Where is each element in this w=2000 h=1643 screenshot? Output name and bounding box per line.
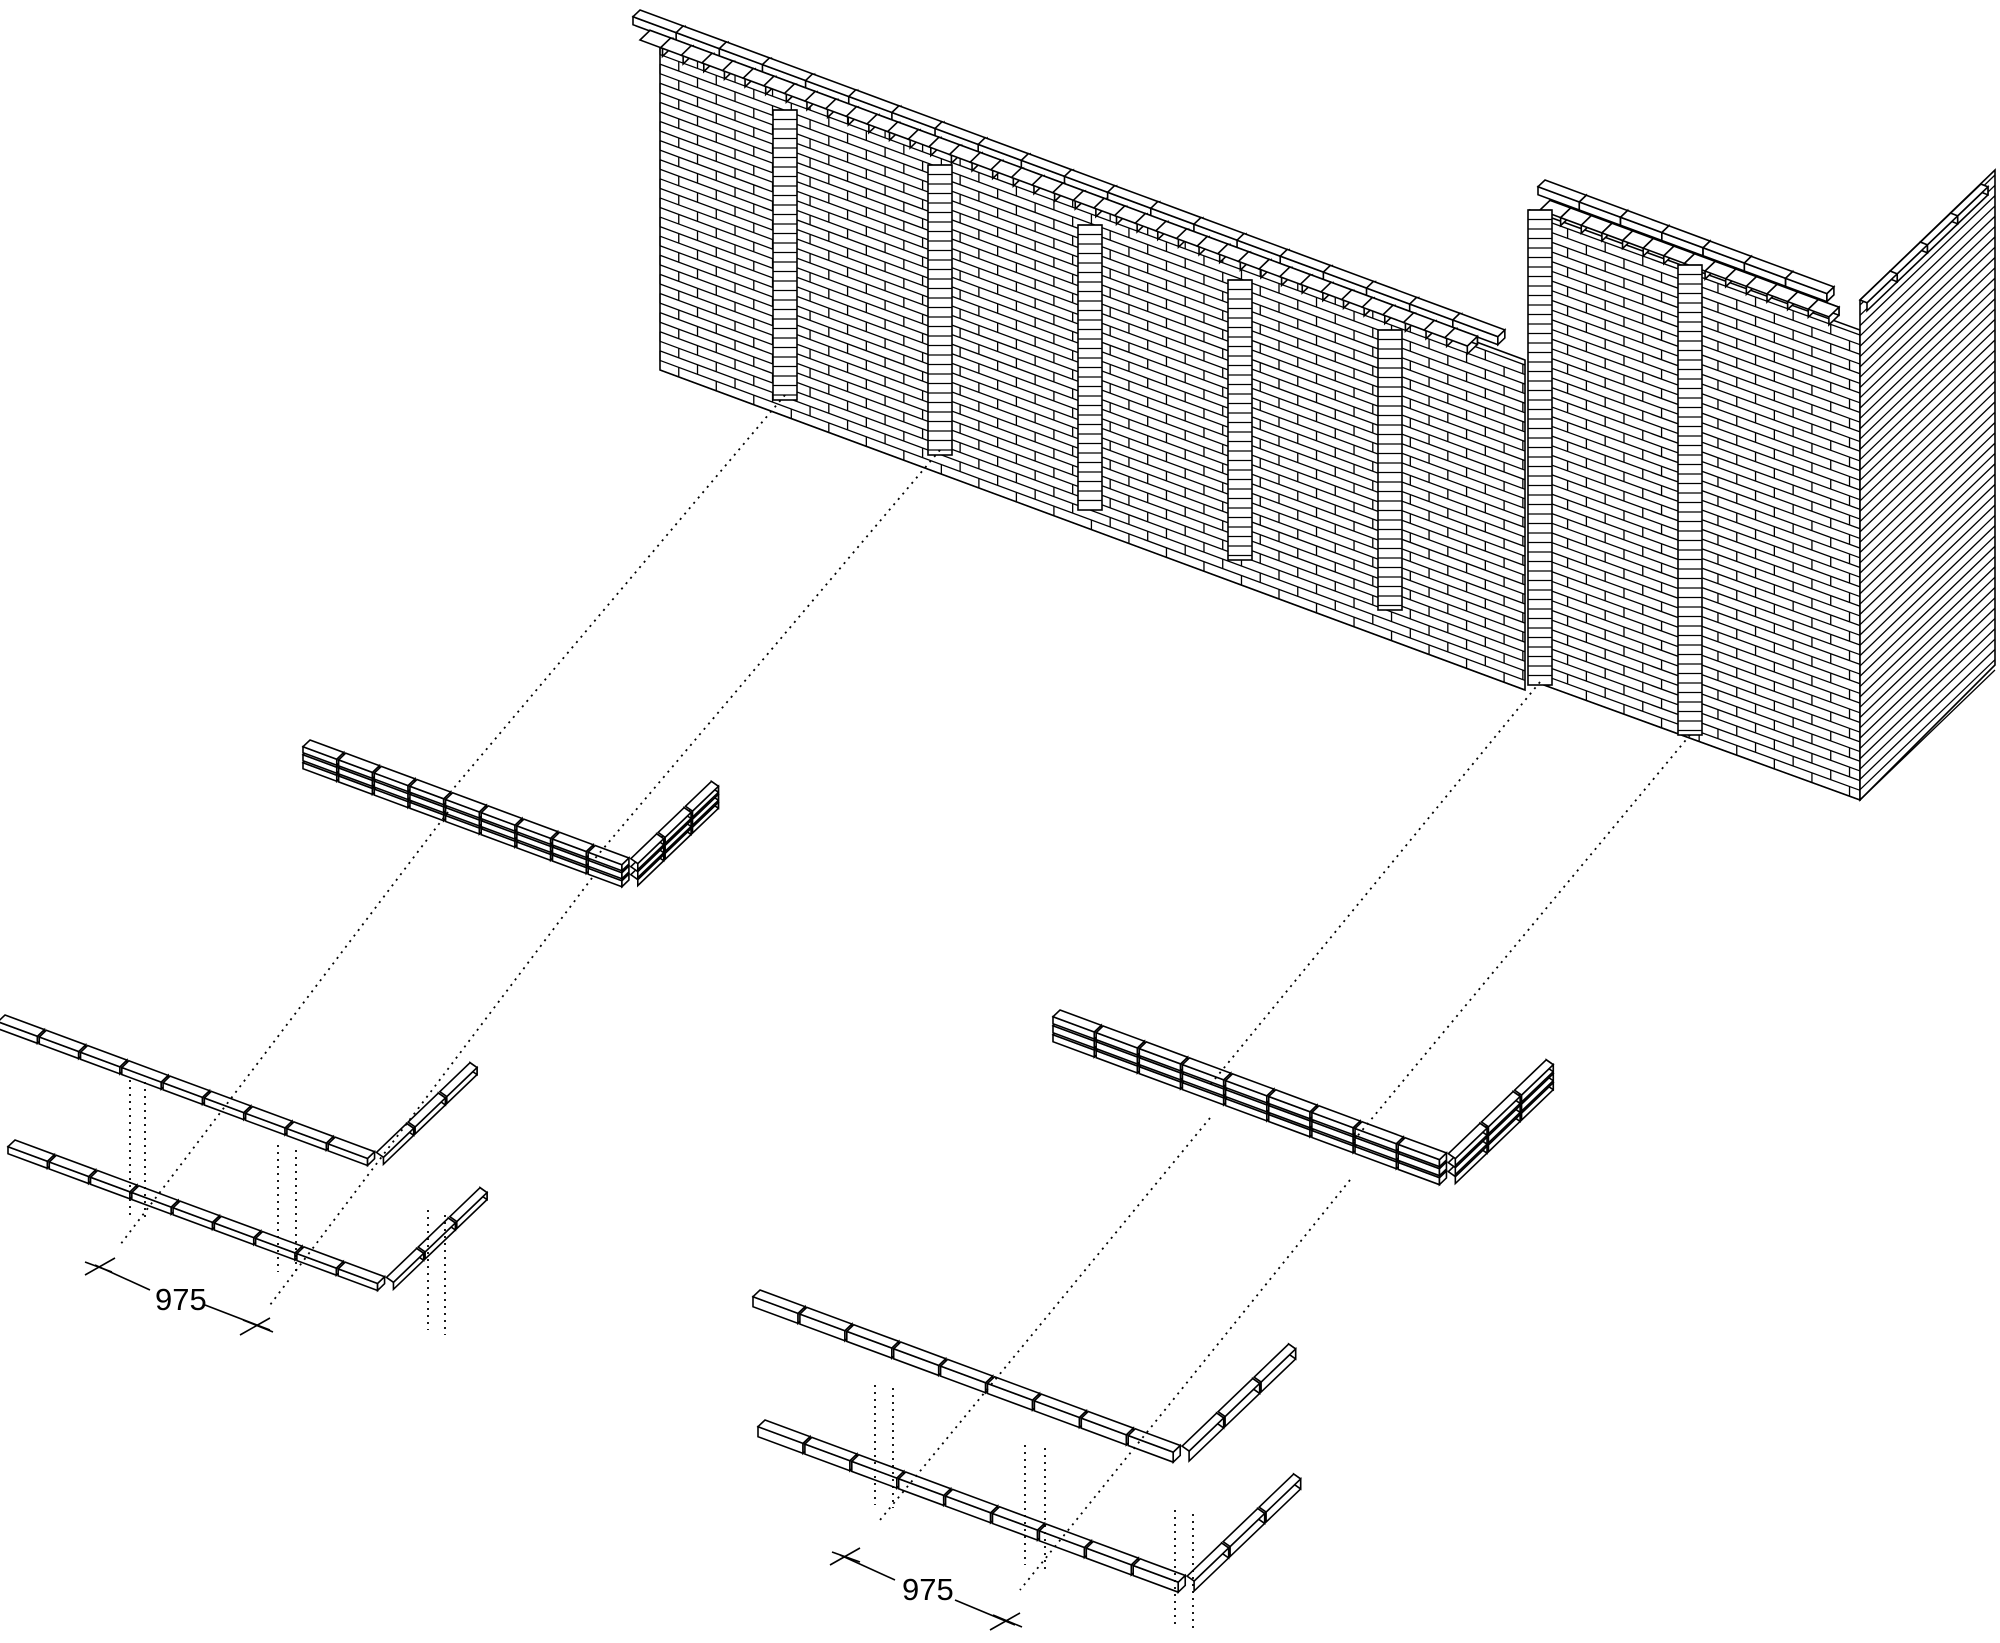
wall-coping bbox=[631, 9, 1507, 356]
header-brick bbox=[1806, 298, 1841, 318]
dimension-right: 975 bbox=[829, 1547, 1023, 1631]
pier bbox=[927, 164, 953, 456]
return-brick bbox=[1480, 1090, 1522, 1128]
course-brick bbox=[1084, 1540, 1140, 1566]
course-brick bbox=[130, 1184, 180, 1209]
course-brick bbox=[336, 1261, 387, 1285]
course-brick bbox=[285, 1120, 335, 1145]
course-brick bbox=[892, 1341, 948, 1367]
return-brick bbox=[1216, 1377, 1261, 1418]
dimension-label-right: 975 bbox=[902, 1572, 954, 1607]
course-brick bbox=[1310, 1104, 1362, 1129]
header-brick bbox=[1443, 327, 1479, 347]
course-brick bbox=[1396, 1136, 1448, 1161]
course-brick bbox=[756, 1419, 812, 1445]
course-brick bbox=[1180, 1056, 1233, 1081]
course-brick bbox=[850, 1453, 906, 1480]
return-brick bbox=[656, 806, 693, 839]
course-brick bbox=[1032, 1393, 1088, 1419]
course-brick bbox=[444, 791, 488, 813]
course-brick bbox=[944, 1488, 1000, 1514]
course-brick bbox=[479, 805, 524, 827]
bottom-right-courses bbox=[751, 1289, 1302, 1595]
return-brick bbox=[1180, 1411, 1225, 1453]
course-brick bbox=[0, 1014, 46, 1038]
pier bbox=[772, 109, 798, 401]
return-brick bbox=[629, 832, 665, 865]
course-brick bbox=[1224, 1072, 1276, 1097]
course-brick bbox=[986, 1375, 1041, 1402]
course-brick bbox=[295, 1245, 345, 1270]
course-brick bbox=[551, 831, 595, 853]
course-brick bbox=[6, 1139, 56, 1163]
return-brick bbox=[1221, 1507, 1266, 1548]
course-brick bbox=[991, 1505, 1046, 1532]
course-brick bbox=[171, 1200, 221, 1224]
return-brick bbox=[416, 1217, 457, 1253]
course-brick bbox=[372, 765, 417, 787]
course-brick bbox=[326, 1136, 377, 1160]
return-brick bbox=[438, 1061, 479, 1098]
course-brick bbox=[301, 739, 346, 761]
course-brick bbox=[1126, 1427, 1182, 1454]
course-brick bbox=[1094, 1025, 1146, 1049]
return-brick bbox=[1252, 1342, 1297, 1384]
course-brick bbox=[515, 818, 560, 840]
bottom-left-courses bbox=[0, 1014, 489, 1293]
return-brick bbox=[684, 780, 720, 813]
course-brick bbox=[1079, 1410, 1135, 1436]
return-brick bbox=[406, 1092, 447, 1128]
wall-return bbox=[1858, 168, 1996, 802]
course-brick bbox=[79, 1044, 129, 1068]
pier bbox=[1227, 279, 1253, 561]
course-brick bbox=[897, 1471, 953, 1497]
course-brick bbox=[803, 1436, 859, 1462]
pier bbox=[1677, 264, 1703, 736]
dimension-label-left: 975 bbox=[155, 1282, 207, 1317]
return-brick bbox=[1447, 1122, 1489, 1160]
course-brick bbox=[1267, 1088, 1319, 1113]
course-brick bbox=[1137, 1040, 1190, 1065]
course-brick bbox=[47, 1154, 98, 1178]
layer-right-courses bbox=[1051, 1009, 1555, 1187]
projection-lines bbox=[119, 394, 1691, 1630]
course-brick bbox=[1037, 1523, 1093, 1549]
course-brick bbox=[408, 778, 453, 800]
dimension-left: 975 bbox=[84, 1257, 274, 1336]
coping-brick bbox=[1784, 270, 1836, 295]
course-brick bbox=[212, 1215, 263, 1239]
return-brick bbox=[1185, 1541, 1230, 1583]
course-brick bbox=[1051, 1009, 1103, 1033]
return-brick bbox=[448, 1186, 489, 1223]
course-brick bbox=[1353, 1120, 1405, 1145]
course-brick bbox=[939, 1358, 995, 1384]
return-brick bbox=[385, 1247, 425, 1284]
course-brick bbox=[337, 752, 381, 774]
course-brick bbox=[751, 1289, 807, 1315]
layer-left-courses bbox=[301, 739, 720, 889]
course-brick bbox=[161, 1075, 211, 1099]
return-brick bbox=[1257, 1472, 1302, 1514]
coping-brick bbox=[1451, 312, 1507, 338]
course-brick bbox=[254, 1230, 304, 1254]
coping-brick bbox=[1949, 183, 1990, 217]
course-brick bbox=[37, 1029, 88, 1053]
course-brick bbox=[89, 1169, 139, 1193]
course-brick bbox=[120, 1059, 170, 1084]
course-brick bbox=[1131, 1557, 1187, 1584]
return-brick bbox=[1513, 1058, 1555, 1097]
course-brick bbox=[586, 844, 631, 866]
course-brick bbox=[244, 1105, 294, 1129]
course-brick bbox=[845, 1323, 901, 1350]
assembled-wall bbox=[631, 9, 1996, 802]
return-brick bbox=[375, 1122, 415, 1159]
course-brick bbox=[798, 1306, 854, 1332]
